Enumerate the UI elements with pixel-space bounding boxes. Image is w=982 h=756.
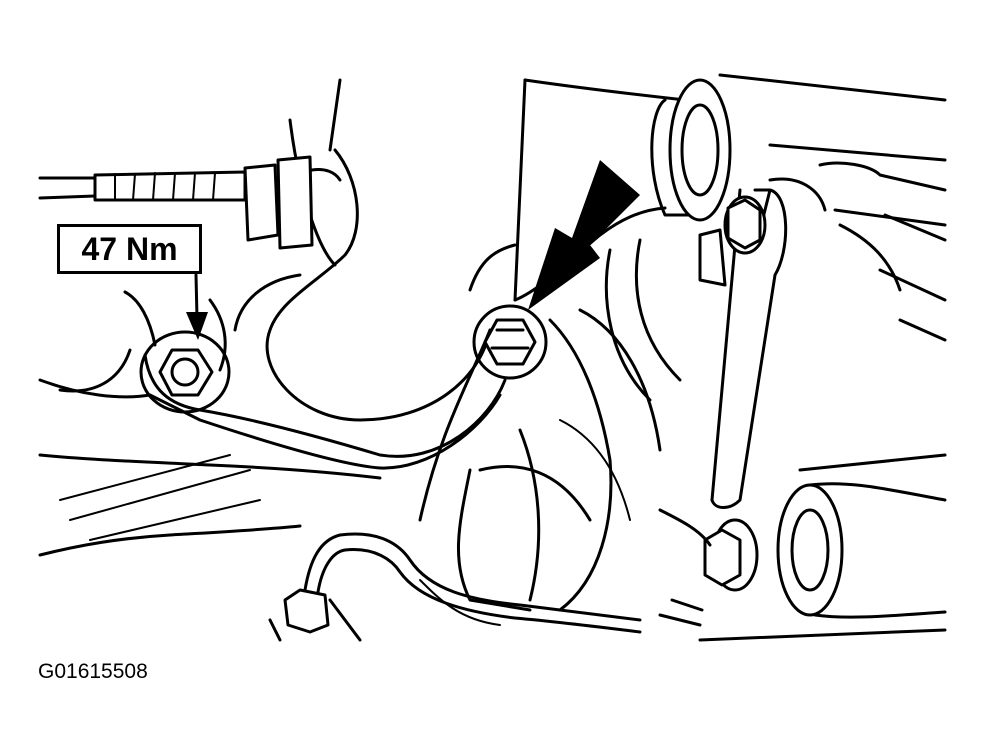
link-top-bolt xyxy=(698,195,767,287)
oxygen-sensor xyxy=(93,155,342,250)
brake-line xyxy=(268,532,704,642)
left-flange-nut xyxy=(139,330,231,414)
arrow-left-nut xyxy=(186,273,208,340)
exhaust-bracket xyxy=(143,148,517,470)
right-flange-nut xyxy=(472,304,548,380)
figure-id: G01615508 xyxy=(38,660,148,683)
arrow-right-nut xyxy=(528,160,640,310)
torque-spec-label: 47 Nm xyxy=(57,224,202,274)
mount-cylinder-top xyxy=(650,78,732,222)
link-bottom-bolt xyxy=(658,508,759,592)
right-bracket xyxy=(776,161,947,619)
